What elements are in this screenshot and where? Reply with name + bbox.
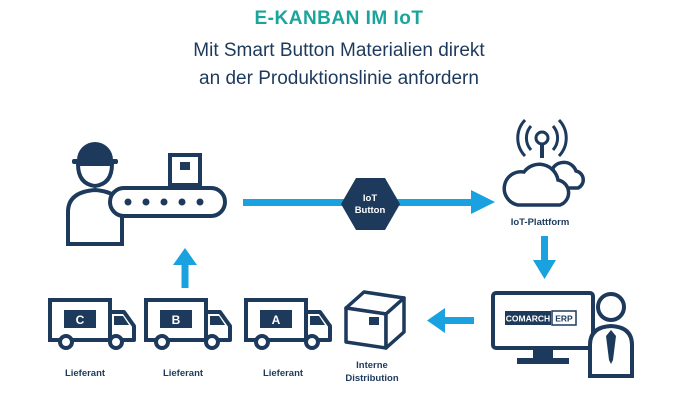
iot-platform-icon xyxy=(502,118,585,207)
iot-platform-label: IoT-Plattform xyxy=(511,217,570,228)
distribution-label-line1: Interne xyxy=(356,360,388,371)
diagram-title: E-KANBAN IM IoT xyxy=(254,8,424,29)
truck-c-label: Lieferant xyxy=(65,368,106,379)
erp-brand-text: COMARCH xyxy=(506,314,550,324)
truck-c-icon: C xyxy=(48,298,136,350)
truck-b-label: Lieferant xyxy=(163,368,204,379)
erp-product-text: ERP xyxy=(555,314,573,324)
truck-a-icon: A xyxy=(244,298,332,350)
truck-c-letter: C xyxy=(76,313,85,327)
diagram-subtitle-line1: Mit Smart Button Materialien direkt xyxy=(193,40,485,61)
truck-a-label: Lieferant xyxy=(263,368,304,379)
conveyor-icon xyxy=(108,153,227,218)
iot-button-icon: IoT Button xyxy=(341,178,400,230)
arrow-to-distribution xyxy=(427,308,474,333)
diagram-subtitle-line2: an der Produktionslinie anfordern xyxy=(199,68,479,89)
arrow-to-erp xyxy=(533,236,556,279)
clerk-icon xyxy=(588,292,634,378)
truck-a-letter: A xyxy=(272,313,281,327)
truck-b-letter: B xyxy=(172,313,181,327)
distribution-label-line2: Distribution xyxy=(345,373,398,384)
truck-b-icon: B xyxy=(144,298,232,350)
iot-button-label-line1: IoT xyxy=(363,193,377,204)
distribution-box-icon xyxy=(344,290,406,350)
erp-monitor-icon: COMARCH ERP xyxy=(491,291,595,364)
arrow-to-production xyxy=(173,248,197,288)
iot-button-label-line2: Button xyxy=(355,205,386,216)
